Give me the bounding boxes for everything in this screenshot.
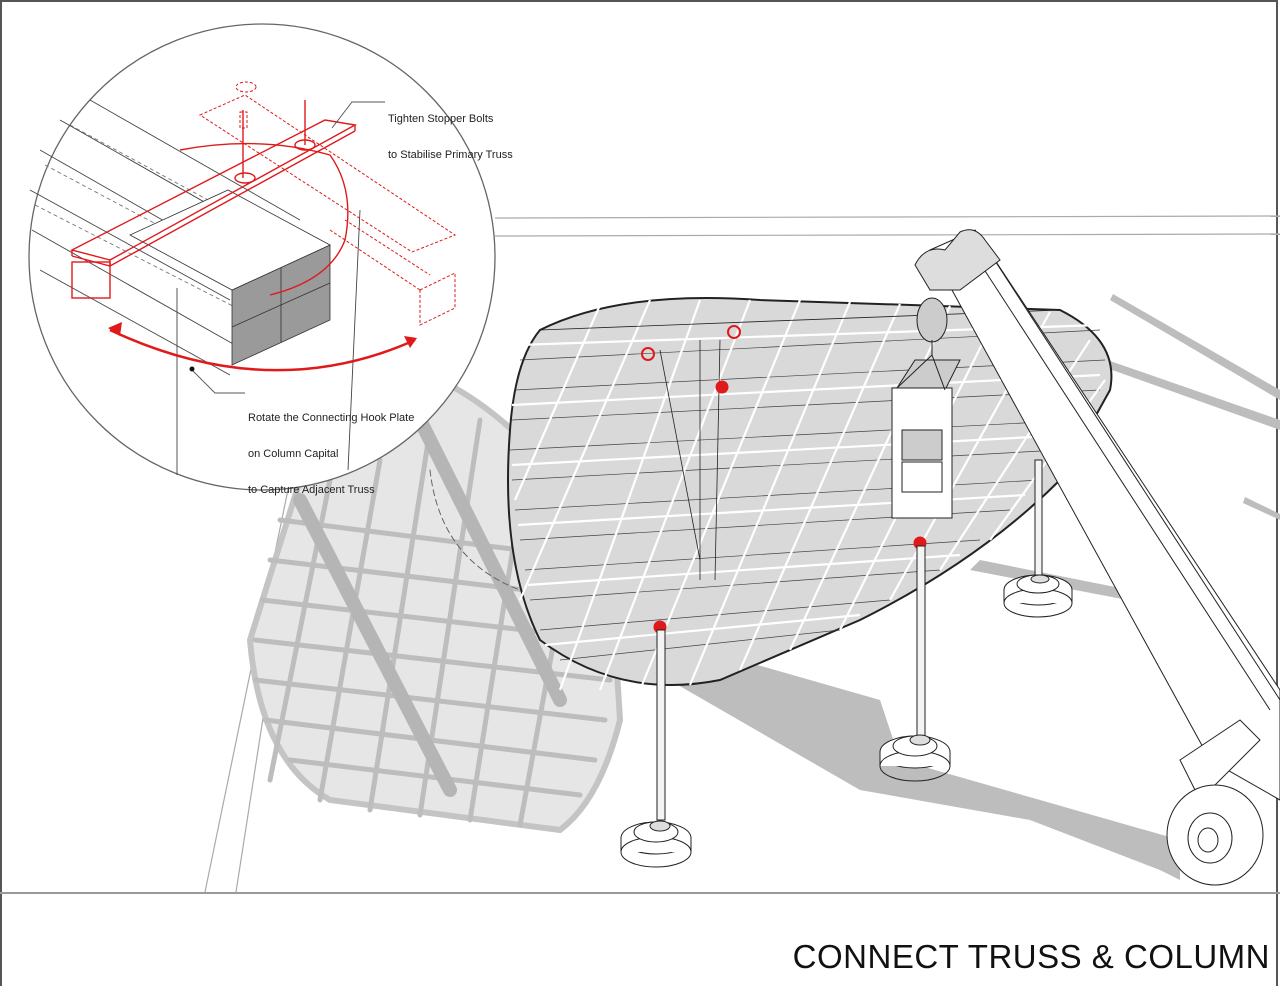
connection-marker: [727, 325, 741, 339]
callout-line: to Capture Adjacent Truss: [248, 484, 375, 496]
leader-lines: [191, 101, 385, 394]
callout-line: on Column Capital: [248, 448, 339, 460]
rotate-arrow-icon: [109, 328, 416, 372]
adjacent-truss-ghost: [198, 81, 457, 326]
drawing-title: CONNECT TRUSS & COLUMN: [792, 938, 1270, 975]
column-middle: [879, 545, 951, 782]
hook-plate: [70, 100, 358, 299]
lifting-cage: [891, 354, 961, 519]
callout-line: Tighten Stopper Bolts: [388, 113, 494, 125]
crane-hook-block: [914, 229, 1001, 355]
column-left: [620, 629, 692, 868]
callout-tighten-stopper-bolts: Tighten Stopper Bolts to Stabilise Prima…: [388, 89, 513, 173]
column-capital-block: [129, 189, 331, 366]
column-right: [1003, 459, 1073, 618]
connection-marker: [641, 347, 655, 361]
callout-line: to Stabilise Primary Truss: [388, 149, 513, 161]
title-block-divider: [0, 892, 1280, 894]
columns: [620, 459, 1073, 868]
mobile-crane: [891, 229, 1280, 886]
column-capital-detail-bubble: [28, 23, 496, 491]
callout-rotate-hook-plate: Rotate the Connecting Hook Plate on Colu…: [248, 388, 414, 508]
connection-marker: [715, 380, 729, 394]
callout-line: Rotate the Connecting Hook Plate: [248, 412, 415, 424]
woven-truss-canopy: [507, 297, 1113, 691]
